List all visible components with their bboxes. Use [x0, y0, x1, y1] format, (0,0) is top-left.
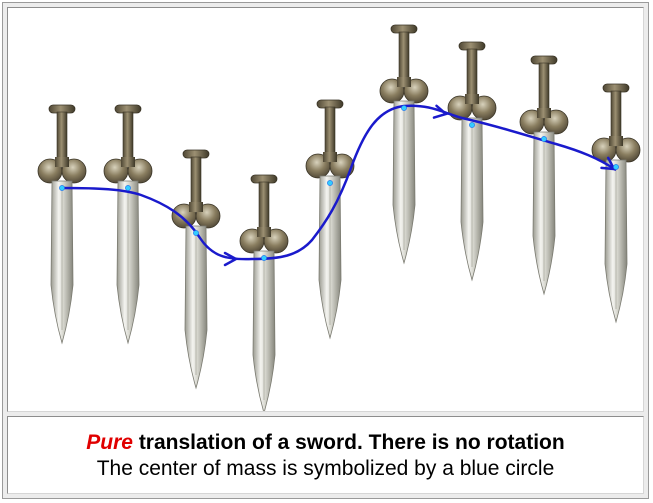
center-of-mass-circle: [327, 180, 333, 186]
sword-icon: [171, 149, 221, 389]
sword-icon: [591, 83, 641, 323]
translation-diagram: [37, 24, 641, 411]
center-of-mass-circle: [469, 122, 475, 128]
sword-icon: [447, 41, 497, 281]
center-of-mass-circle: [261, 255, 267, 261]
diagram-panel: [7, 7, 644, 412]
sword-icon: [379, 24, 429, 264]
center-of-mass-circle: [401, 105, 407, 111]
center-of-mass-trajectory: [61, 104, 617, 261]
caption-subtitle: The center of mass is symbolized by a bl…: [96, 457, 555, 480]
sword-icon: [37, 104, 87, 344]
caption-title-rest: translation of a sword. There is no rota…: [132, 431, 565, 454]
center-of-mass-circle: [193, 230, 199, 236]
sword-icon: [239, 174, 289, 411]
arrowhead-icon: [432, 104, 449, 119]
sword-icon: [305, 99, 355, 339]
center-of-mass-circle: [125, 185, 131, 191]
center-of-mass-circle: [541, 136, 547, 142]
center-of-mass-circle: [613, 164, 619, 170]
arrowhead-icon: [223, 251, 239, 267]
sword-icon: [103, 104, 153, 344]
caption-emphasis-word: Pure: [86, 431, 133, 454]
center-of-mass-circle: [59, 185, 65, 191]
figure-table: Pure translation of a sword. There is no…: [2, 2, 649, 499]
sword-icon: [519, 55, 569, 295]
caption-title: Pure translation of a sword. There is no…: [8, 430, 643, 456]
caption: Pure translation of a sword. There is no…: [7, 416, 644, 494]
